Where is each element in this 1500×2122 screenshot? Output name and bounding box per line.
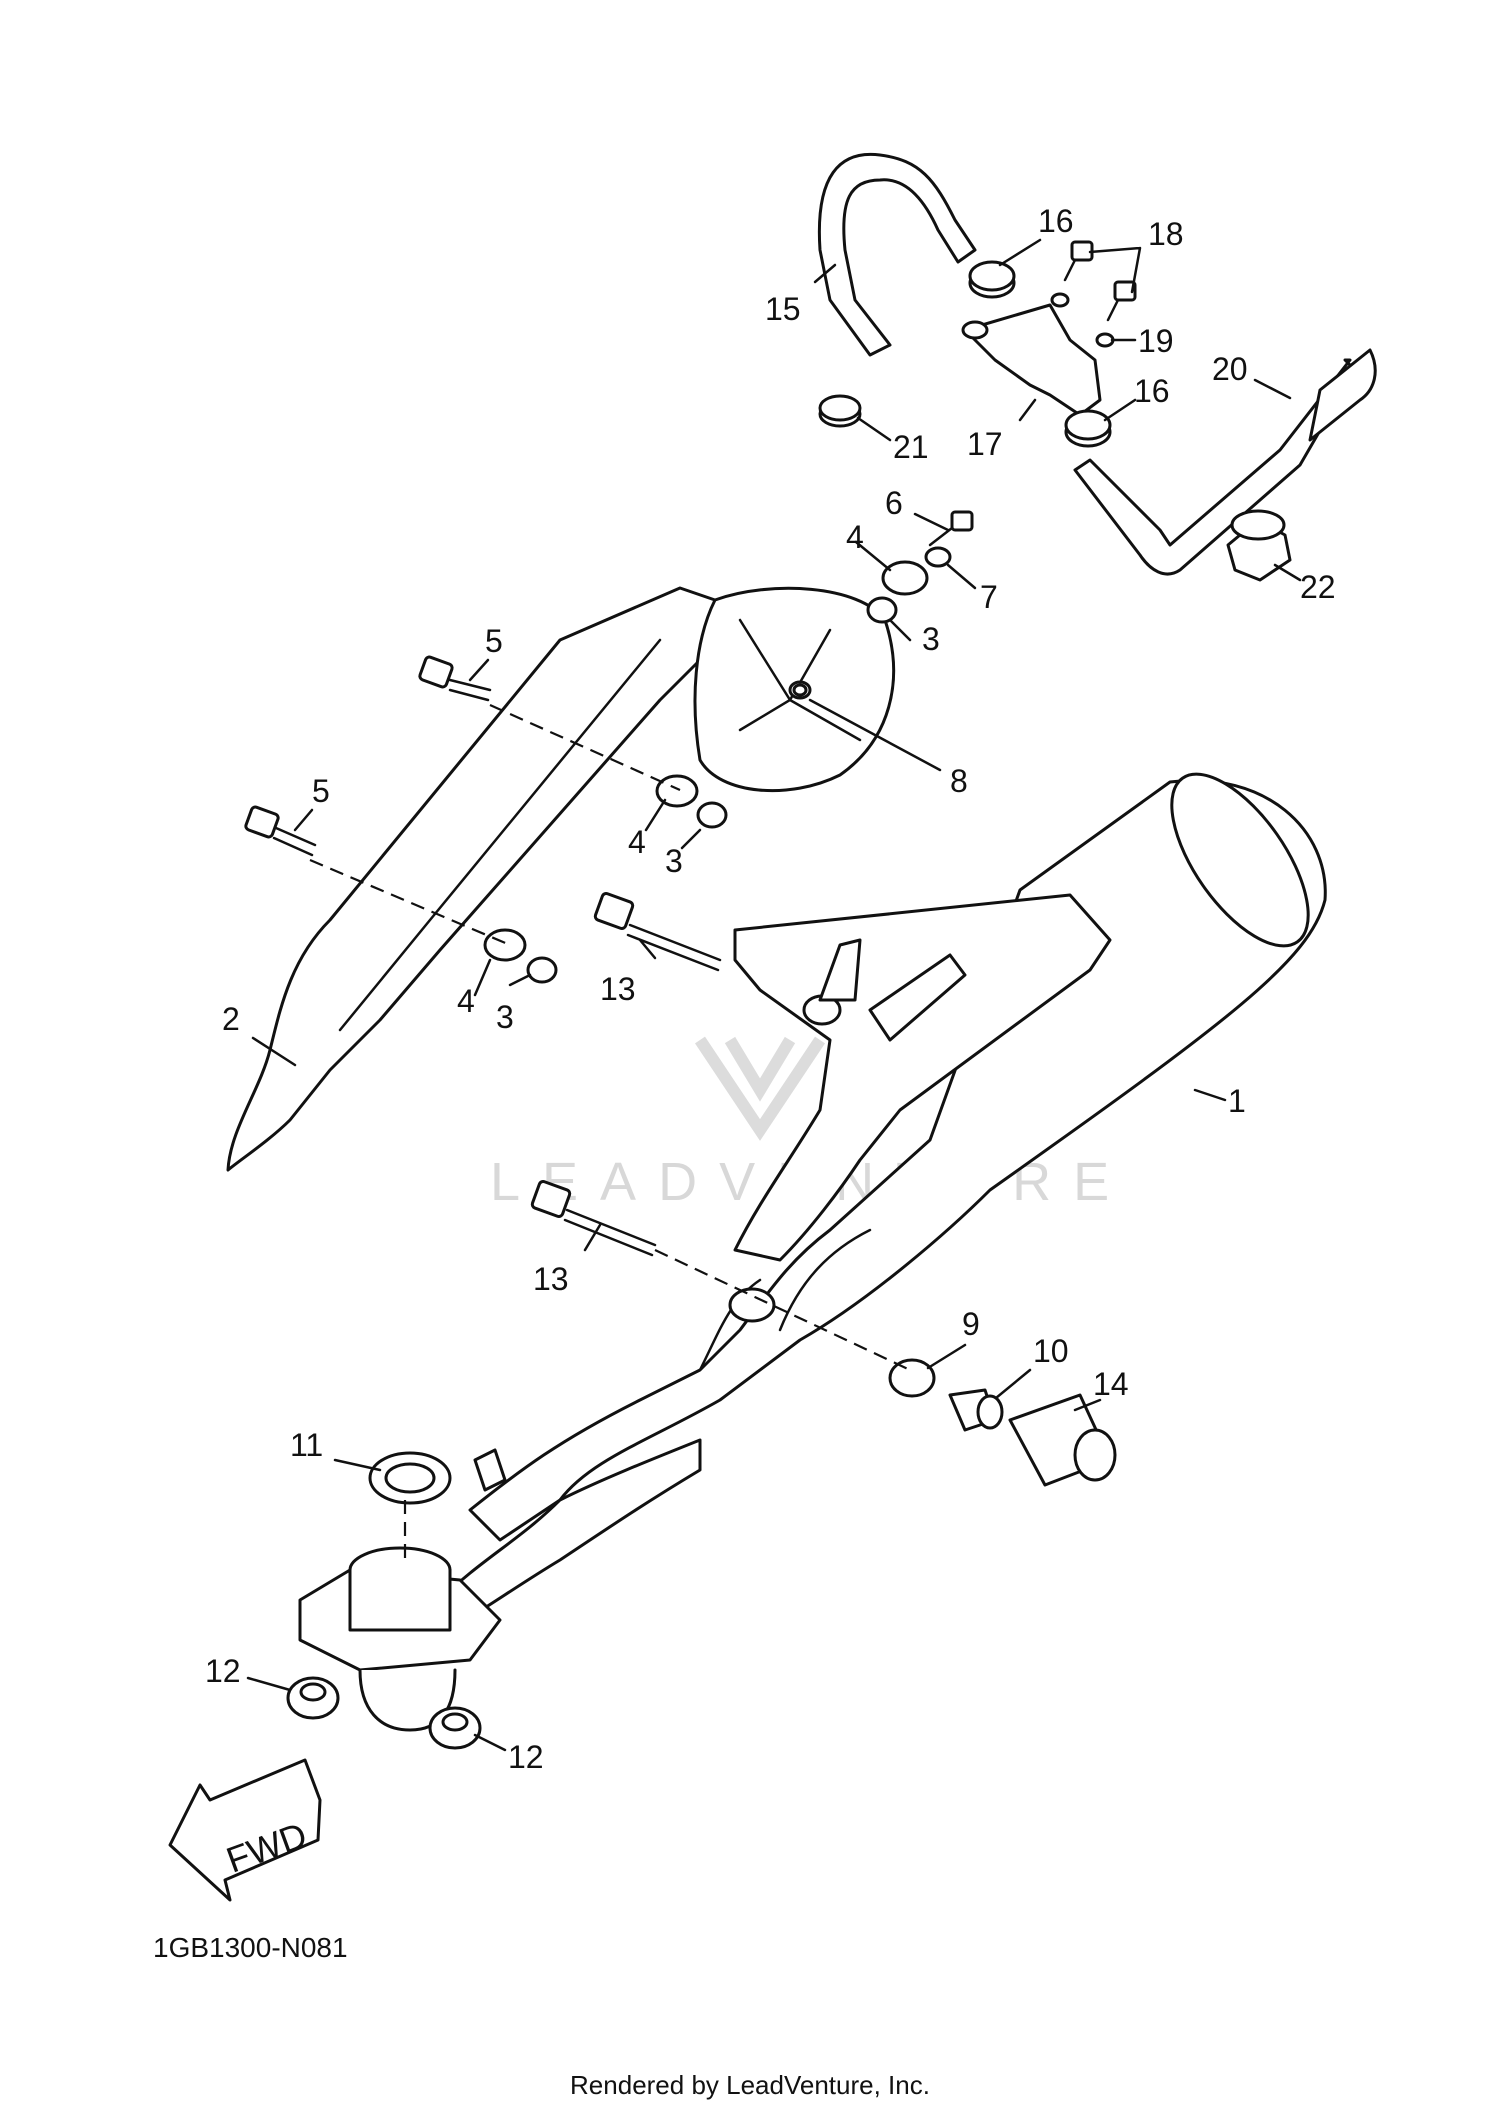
callout-17: 17	[967, 426, 1003, 462]
callout-labels: 1 2 3 3 3 4 4 4 5 5 6 7 8 9 10 14 11 12 …	[205, 203, 1336, 1775]
bolt-5-upper[interactable]	[418, 655, 492, 702]
bolts-18[interactable]	[1063, 240, 1137, 322]
bolt-5-lower[interactable]	[244, 805, 317, 857]
cap-14[interactable]	[1008, 1393, 1117, 1487]
callout-15: 15	[765, 291, 801, 327]
callout-2: 2	[222, 1001, 240, 1037]
callout-4-upper: 4	[846, 519, 864, 555]
callout-8: 8	[950, 763, 968, 799]
callout-12-left: 12	[205, 1653, 241, 1689]
callout-1: 1	[1228, 1083, 1246, 1119]
clamp-16-lower[interactable]	[1064, 409, 1112, 448]
nut-12-left[interactable]	[286, 1676, 340, 1720]
callout-12-right: 12	[508, 1739, 544, 1775]
callout-7: 7	[980, 579, 998, 615]
callout-14: 14	[1093, 1366, 1129, 1402]
collar-3-lower[interactable]	[526, 956, 558, 984]
bolt-6[interactable]	[928, 510, 974, 547]
callout-10: 10	[1033, 1333, 1069, 1369]
alignment-lines	[309, 703, 911, 1565]
leader-lines	[246, 238, 1302, 1752]
callout-3-mid: 3	[665, 843, 683, 879]
callout-16-lower: 16	[1134, 373, 1170, 409]
callout-6: 6	[885, 485, 903, 521]
callout-13-lower: 13	[533, 1261, 569, 1297]
grommet-9[interactable]	[888, 1358, 936, 1398]
callout-16-upper: 16	[1038, 203, 1074, 239]
nut-12-right[interactable]	[428, 1706, 482, 1750]
clamp-16-upper[interactable]	[968, 260, 1016, 299]
callout-4-lower: 4	[457, 983, 475, 1019]
gasket-11[interactable]	[368, 1451, 452, 1505]
callout-21: 21	[893, 429, 929, 465]
bolt-13-upper[interactable]	[593, 891, 722, 972]
nut-8	[792, 683, 808, 697]
callout-4-mid: 4	[628, 824, 646, 860]
callout-5-lower: 5	[312, 773, 330, 809]
callout-3-lower: 3	[496, 999, 514, 1035]
grommet-4-mid[interactable]	[655, 774, 699, 808]
forward-arrow: FWD	[168, 1758, 322, 1902]
grommet-4-upper[interactable]	[881, 560, 929, 596]
washer-7[interactable]	[924, 546, 952, 568]
diagram-code: 1GB1300-N081	[153, 1932, 348, 1963]
reed-valve-17[interactable]	[961, 303, 1102, 417]
rendered-by-footer: Rendered by LeadVenture, Inc.	[570, 2070, 930, 2100]
grommet-4-lower[interactable]	[483, 928, 527, 962]
cap-22[interactable]	[1226, 509, 1292, 582]
callout-19: 19	[1138, 323, 1174, 359]
callout-13-upper: 13	[600, 971, 636, 1007]
callout-3-upper: 3	[922, 621, 940, 657]
collar-3-upper[interactable]	[866, 596, 898, 624]
bolt-13-lower[interactable]	[530, 1179, 657, 1257]
collar-10[interactable]	[948, 1388, 1004, 1432]
clamp-21[interactable]	[818, 394, 862, 428]
muffler[interactable]	[298, 752, 1334, 1732]
callout-11: 11	[290, 1427, 323, 1463]
collar-3-mid[interactable]	[696, 801, 728, 829]
callout-9: 9	[962, 1306, 980, 1342]
callout-18: 18	[1148, 216, 1184, 252]
callout-22: 22	[1300, 569, 1336, 605]
callout-5-upper: 5	[485, 623, 503, 659]
callout-20: 20	[1212, 351, 1248, 387]
hose-20[interactable]	[1073, 348, 1377, 576]
hose-15[interactable]	[817, 152, 977, 357]
